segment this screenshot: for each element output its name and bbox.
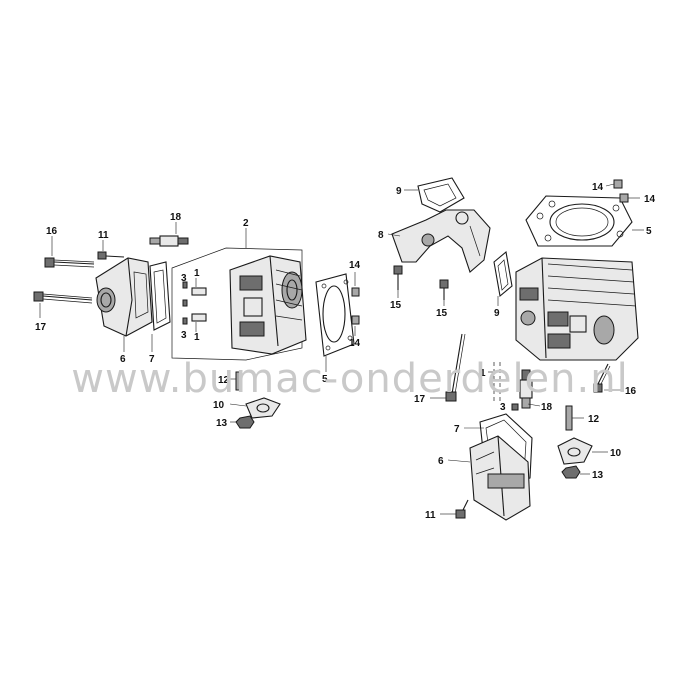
callout-right-17: 17 [414, 394, 426, 405]
callout-right-10: 10 [610, 448, 622, 459]
left-gasket-10 [229, 397, 281, 419]
right-bolt-17 [430, 333, 466, 402]
watermark-text: www.bumac-onderdelen.nl [71, 356, 628, 402]
callout-left-13: 13 [216, 418, 228, 429]
callout-left-14a: 14 [349, 260, 361, 271]
left-spark-plug-18 [149, 222, 189, 247]
callout-right-16: 16 [625, 386, 637, 397]
callout-left-5: 5 [322, 374, 328, 385]
callout-left-7: 7 [149, 354, 155, 365]
callout-right-9b: 9 [494, 308, 500, 319]
callout-left-12: 12 [218, 375, 230, 386]
right-spark-plug-18 [519, 369, 541, 409]
left-bolt-11 [97, 240, 125, 260]
callout-left-10: 10 [213, 400, 225, 411]
left-head-gasket-5 [315, 273, 355, 372]
callout-left-18: 18 [170, 212, 182, 223]
right-bracket-8 [387, 209, 491, 273]
callout-right-7: 7 [454, 424, 460, 435]
right-valve-parts [488, 362, 519, 411]
callout-right-14a: 14 [592, 182, 604, 193]
callout-left-6: 6 [120, 354, 126, 365]
callout-left-11: 11 [98, 230, 109, 241]
right-cylinder-head [515, 257, 639, 361]
callout-left-3b: 3 [181, 330, 187, 341]
callout-right-15b: 15 [436, 308, 448, 319]
callout-left-1b: 1 [194, 332, 200, 343]
callout-right-8: 8 [378, 230, 384, 241]
callout-right-3: 3 [500, 402, 506, 413]
right-dowels-14 [605, 179, 640, 203]
left-dowels-14 [351, 272, 360, 336]
callout-right-1a: 1 [480, 368, 486, 379]
callout-left-14b: 14 [349, 338, 361, 349]
right-bolt-11 [440, 499, 469, 519]
right-stud-12 [565, 405, 584, 431]
left-head-outline [171, 228, 303, 361]
callout-right-13: 13 [592, 470, 604, 481]
left-bolt-17 [33, 291, 93, 318]
callout-left-1a: 1 [194, 268, 200, 279]
right-gasket-9-lower [493, 250, 513, 306]
callout-left-2: 2 [243, 218, 249, 229]
left-bolt-16 [44, 236, 95, 268]
right-assembly: 9 8 14 14 5 15 15 9 17 1 3 18 16 12 7 6 … [378, 177, 656, 521]
right-bolts-15 [393, 265, 449, 306]
left-stud-12 [230, 371, 242, 391]
callout-right-11: 11 [425, 510, 436, 521]
callout-right-15a: 15 [390, 300, 402, 311]
callout-left-17: 17 [35, 322, 47, 333]
callout-left-3a: 3 [181, 273, 187, 284]
left-valve-parts [182, 278, 207, 332]
callout-right-18: 18 [541, 402, 553, 413]
left-rocker-cover-6 [95, 257, 153, 352]
left-cylinder-head-2 [229, 255, 307, 355]
callout-right-6: 6 [438, 456, 444, 467]
right-head-gasket-5 [525, 195, 644, 247]
callout-right-12: 12 [588, 414, 600, 425]
callout-left-16: 16 [46, 226, 58, 237]
callout-right-9a: 9 [396, 186, 402, 197]
right-nut-13 [561, 465, 590, 479]
right-gasket-10 [557, 437, 608, 465]
left-nut-13 [230, 415, 255, 429]
left-gasket-7 [149, 261, 171, 352]
callout-right-5: 5 [646, 226, 652, 237]
left-assembly: 16 11 18 2 17 6 7 3 1 3 1 14 14 5 12 10 … [33, 212, 361, 429]
right-bolt-16 [593, 363, 622, 393]
right-rocker-cover-6 [447, 435, 531, 521]
right-gasket-9-top [404, 177, 465, 213]
callout-right-14b: 14 [644, 194, 656, 205]
